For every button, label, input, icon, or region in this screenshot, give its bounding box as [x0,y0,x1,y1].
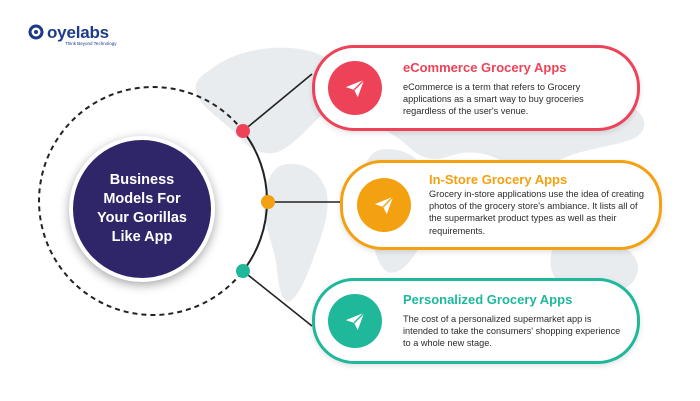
card-icon-circle [328,294,382,348]
card-title: In-Store Grocery Apps [429,172,568,187]
branch-line-ecommerce [242,73,313,132]
oyelabs-logo-icon [28,24,44,40]
business-models-hub: Business Models For Your Gorillas Like A… [69,136,215,282]
card-description: Grocery in-store applications use the id… [429,189,645,236]
dashed-ring [38,86,244,316]
card-personalized-grocery-apps: Personalized Grocery Apps The cost of a … [312,278,640,364]
oyelabs-logo: oyelabs Think Beyond Technology [28,24,116,47]
card-icon-circle [328,61,382,115]
paper-plane-icon [345,79,365,98]
dot-personalized [236,264,250,278]
card-ecommerce-grocery-apps: eCommerce Grocery Apps eCommerce is a te… [312,45,640,131]
branch-line-personalized [242,270,313,327]
paper-plane-icon [374,196,394,215]
card-title: Personalized Grocery Apps [403,292,573,307]
brand-tagline: Think Beyond Technology [65,41,117,46]
card-description: eCommerce is a term that refers to Groce… [403,82,584,117]
card-description: The cost of a personalized supermarket a… [403,314,621,349]
hub-title: Business Models For Your Gorillas Like A… [97,172,187,245]
card-icon-circle [357,178,411,232]
card-title: eCommerce Grocery Apps [403,60,567,75]
dot-instore [261,195,275,209]
card-in-store-grocery-apps: In-Store Grocery Apps Grocery in-store a… [340,160,662,250]
paper-plane-icon [345,312,365,331]
brand-name: oyelabs [47,23,109,42]
dot-ecommerce [236,124,250,138]
